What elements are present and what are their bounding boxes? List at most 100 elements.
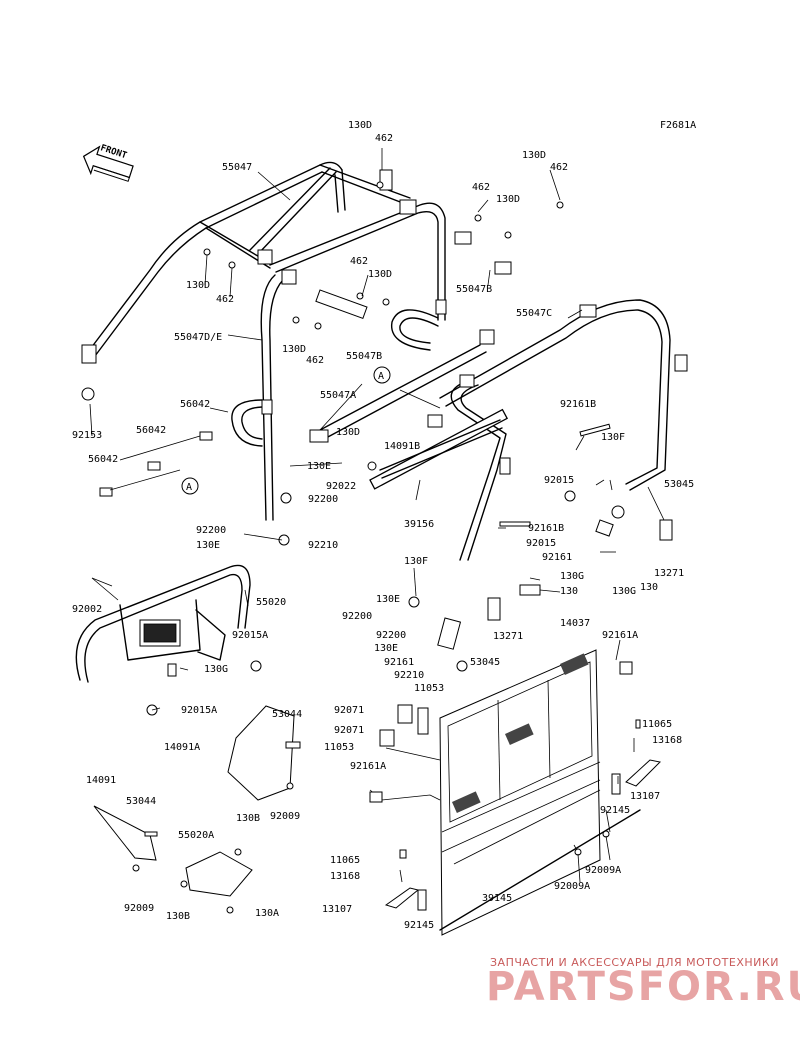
callout: 92015A — [181, 705, 217, 716]
callout: 55047 — [222, 162, 252, 173]
callout: 130B — [236, 813, 260, 824]
callout: 53045 — [664, 479, 694, 490]
callout: 92002 — [72, 604, 102, 615]
ref-marker-a-2: A — [181, 477, 199, 495]
callout: 11065 — [330, 855, 360, 866]
watermark-logo: PARTSFOR.RU — [486, 964, 800, 1010]
callout: 130F — [404, 556, 428, 567]
front-arrow-icon — [82, 145, 134, 182]
callout: 92009A — [585, 865, 621, 876]
callout: 92161A — [602, 630, 638, 641]
callout: 53045 — [470, 657, 500, 668]
svg-text:A: A — [378, 371, 384, 382]
callout: 130D — [282, 344, 306, 355]
callout: 92145 — [600, 805, 630, 816]
callout: 92200 — [308, 494, 338, 505]
tailgate-drawing — [369, 649, 662, 936]
callout: 130G — [560, 571, 584, 582]
callout: 462 — [306, 355, 324, 366]
callout: 462 — [375, 133, 393, 144]
callout: 14091 — [86, 775, 116, 786]
callout: 55047B — [346, 351, 382, 362]
callout: 53044 — [126, 796, 156, 807]
callout: 130F — [601, 432, 625, 443]
callout: 92210 — [394, 670, 424, 681]
callout: 92022 — [326, 481, 356, 492]
callout: 130E — [374, 643, 398, 654]
callout: 92009 — [124, 903, 154, 914]
callout: 92161B — [560, 399, 596, 410]
callout: 130E — [307, 461, 331, 472]
skid-plates-drawing — [93, 705, 301, 914]
callout: 11053 — [414, 683, 444, 694]
callout: 462 — [550, 162, 568, 173]
callout: 11053 — [324, 742, 354, 753]
figure-code: F2681A — [660, 120, 696, 131]
callout: 92161A — [350, 761, 386, 772]
callout: 39156 — [404, 519, 434, 530]
callout: 130E — [376, 594, 400, 605]
callout: 130G — [204, 664, 228, 675]
callout: 14091B — [384, 441, 420, 452]
callout: 13168 — [652, 735, 682, 746]
callout: 92210 — [308, 540, 338, 551]
callout: 92071 — [334, 705, 364, 716]
callout: 56042 — [88, 454, 118, 465]
callout: 55047B — [456, 284, 492, 295]
callout: 130D — [368, 269, 392, 280]
callout: 130A — [255, 908, 279, 919]
svg-text:A: A — [186, 482, 192, 493]
callout: 55020 — [256, 597, 286, 608]
callout: 130 — [560, 586, 578, 597]
callout: 13107 — [630, 791, 660, 802]
callout: 55020A — [178, 830, 214, 841]
callout: 130D — [348, 120, 372, 131]
watermark-tagline: ЗАПЧАСТИ И АКСЕССУАРЫ ДЛЯ МОТОТЕХНИКИ — [490, 956, 779, 969]
callout: 92145 — [404, 920, 434, 931]
callout: 462 — [350, 256, 368, 267]
callout: 13168 — [330, 871, 360, 882]
callout: 130D — [522, 150, 546, 161]
callout: 130D — [186, 280, 210, 291]
callout: 92009A — [554, 881, 590, 892]
callout: 92009 — [270, 811, 300, 822]
part-callouts: 130D 462 55047 130D 462 462 130D 130D 46… — [72, 120, 694, 931]
callout: 55047C — [516, 308, 552, 319]
leader-lines — [89, 148, 665, 883]
callout: 92015 — [526, 538, 556, 549]
callout: 55047A — [320, 390, 356, 401]
callout: 14091A — [164, 742, 200, 753]
callout: 92071 — [334, 725, 364, 736]
callout: 39145 — [482, 893, 512, 904]
callout: 55047D/E — [174, 332, 222, 343]
callout: 13271 — [654, 568, 684, 579]
callout: 130B — [166, 911, 190, 922]
callout: 130 — [640, 582, 658, 593]
callout: 462 — [216, 294, 234, 305]
callout: 92161 — [384, 657, 414, 668]
callout: 53044 — [272, 709, 302, 720]
callout: 462 — [472, 182, 490, 193]
callout: 13271 — [493, 631, 523, 642]
callout: 130E — [196, 540, 220, 551]
watermark: ЗАПЧАСТИ И АКСЕССУАРЫ ДЛЯ МОТОТЕХНИКИ PA… — [486, 956, 800, 1010]
callout: 92200 — [376, 630, 406, 641]
callout: 56042 — [136, 425, 166, 436]
callout: 11065 — [642, 719, 672, 730]
callout: 92161 — [542, 552, 572, 563]
callout: 130G — [612, 586, 636, 597]
callout: 56042 — [180, 399, 210, 410]
callout: 92200 — [342, 611, 372, 622]
callout: 13107 — [322, 904, 352, 915]
callout: 92015A — [232, 630, 268, 641]
callout: 130D — [336, 427, 360, 438]
callout: 92200 — [196, 525, 226, 536]
callout: 14037 — [560, 618, 590, 629]
front-guard-drawing — [75, 564, 262, 716]
callout: 92015 — [544, 475, 574, 486]
rollbar-frame-drawing — [81, 161, 688, 672]
callout: 92153 — [72, 430, 102, 441]
callout: 92161B — [528, 523, 564, 534]
ref-marker-a-1: A — [373, 366, 391, 384]
